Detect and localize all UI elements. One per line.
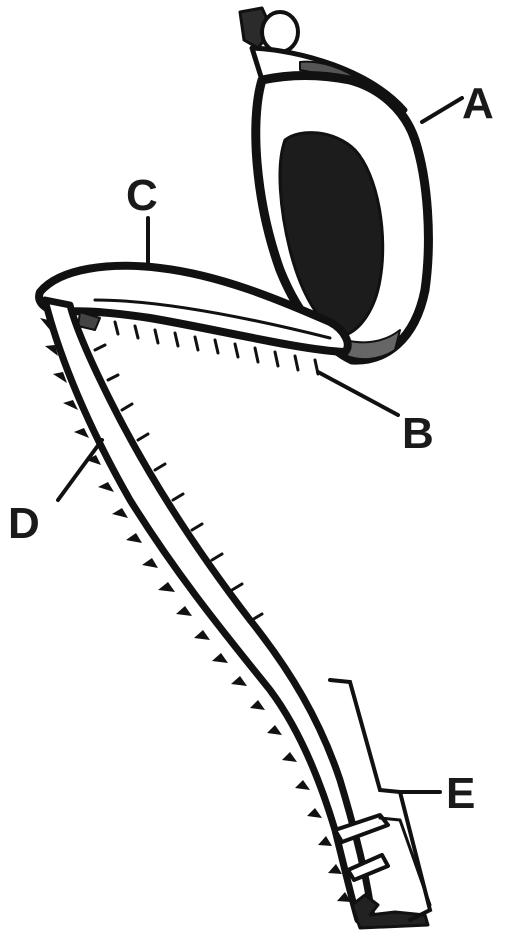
label-b: B <box>402 409 434 458</box>
label-c: C <box>126 171 158 220</box>
leader-line-b <box>318 372 398 415</box>
label-e: E <box>446 769 475 818</box>
tarsal-segments <box>335 815 430 928</box>
label-a: A <box>462 79 494 128</box>
leader-line-a <box>422 98 462 122</box>
leader-line-d <box>58 440 102 500</box>
tarsus <box>40 300 372 920</box>
label-d: D <box>8 499 40 548</box>
